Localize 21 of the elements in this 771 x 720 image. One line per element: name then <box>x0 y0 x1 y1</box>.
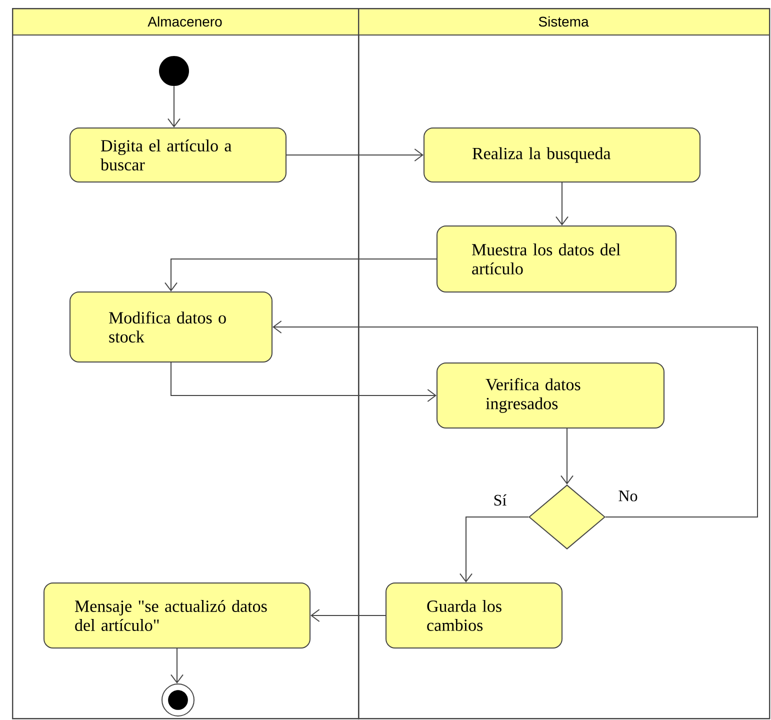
arrow <box>310 609 386 622</box>
action-box: Guarda los cambios <box>386 582 562 648</box>
end-node <box>162 684 194 716</box>
arrow <box>168 86 180 128</box>
arrow <box>170 362 436 402</box>
arrow <box>272 320 758 518</box>
arrow <box>460 516 529 582</box>
arrow <box>556 182 568 226</box>
arrow <box>164 258 437 292</box>
action-box: Digita el artículo a buscar <box>70 128 286 182</box>
action-box: Mensaje "se actualizó datos del artículo" <box>44 582 310 648</box>
action-box: Realiza la busqueda <box>424 128 700 182</box>
edge-label: No <box>617 490 639 502</box>
action-box: Verifica datos ingresados <box>436 362 664 428</box>
action-box: Muestra los datos del artículo <box>436 226 676 292</box>
edge-label: Sí <box>492 493 508 507</box>
arrow <box>286 148 424 162</box>
action-box: Modifica datos o stock <box>70 292 272 362</box>
arrow <box>170 648 184 684</box>
start-dot <box>159 56 189 86</box>
arrow <box>560 428 574 484</box>
